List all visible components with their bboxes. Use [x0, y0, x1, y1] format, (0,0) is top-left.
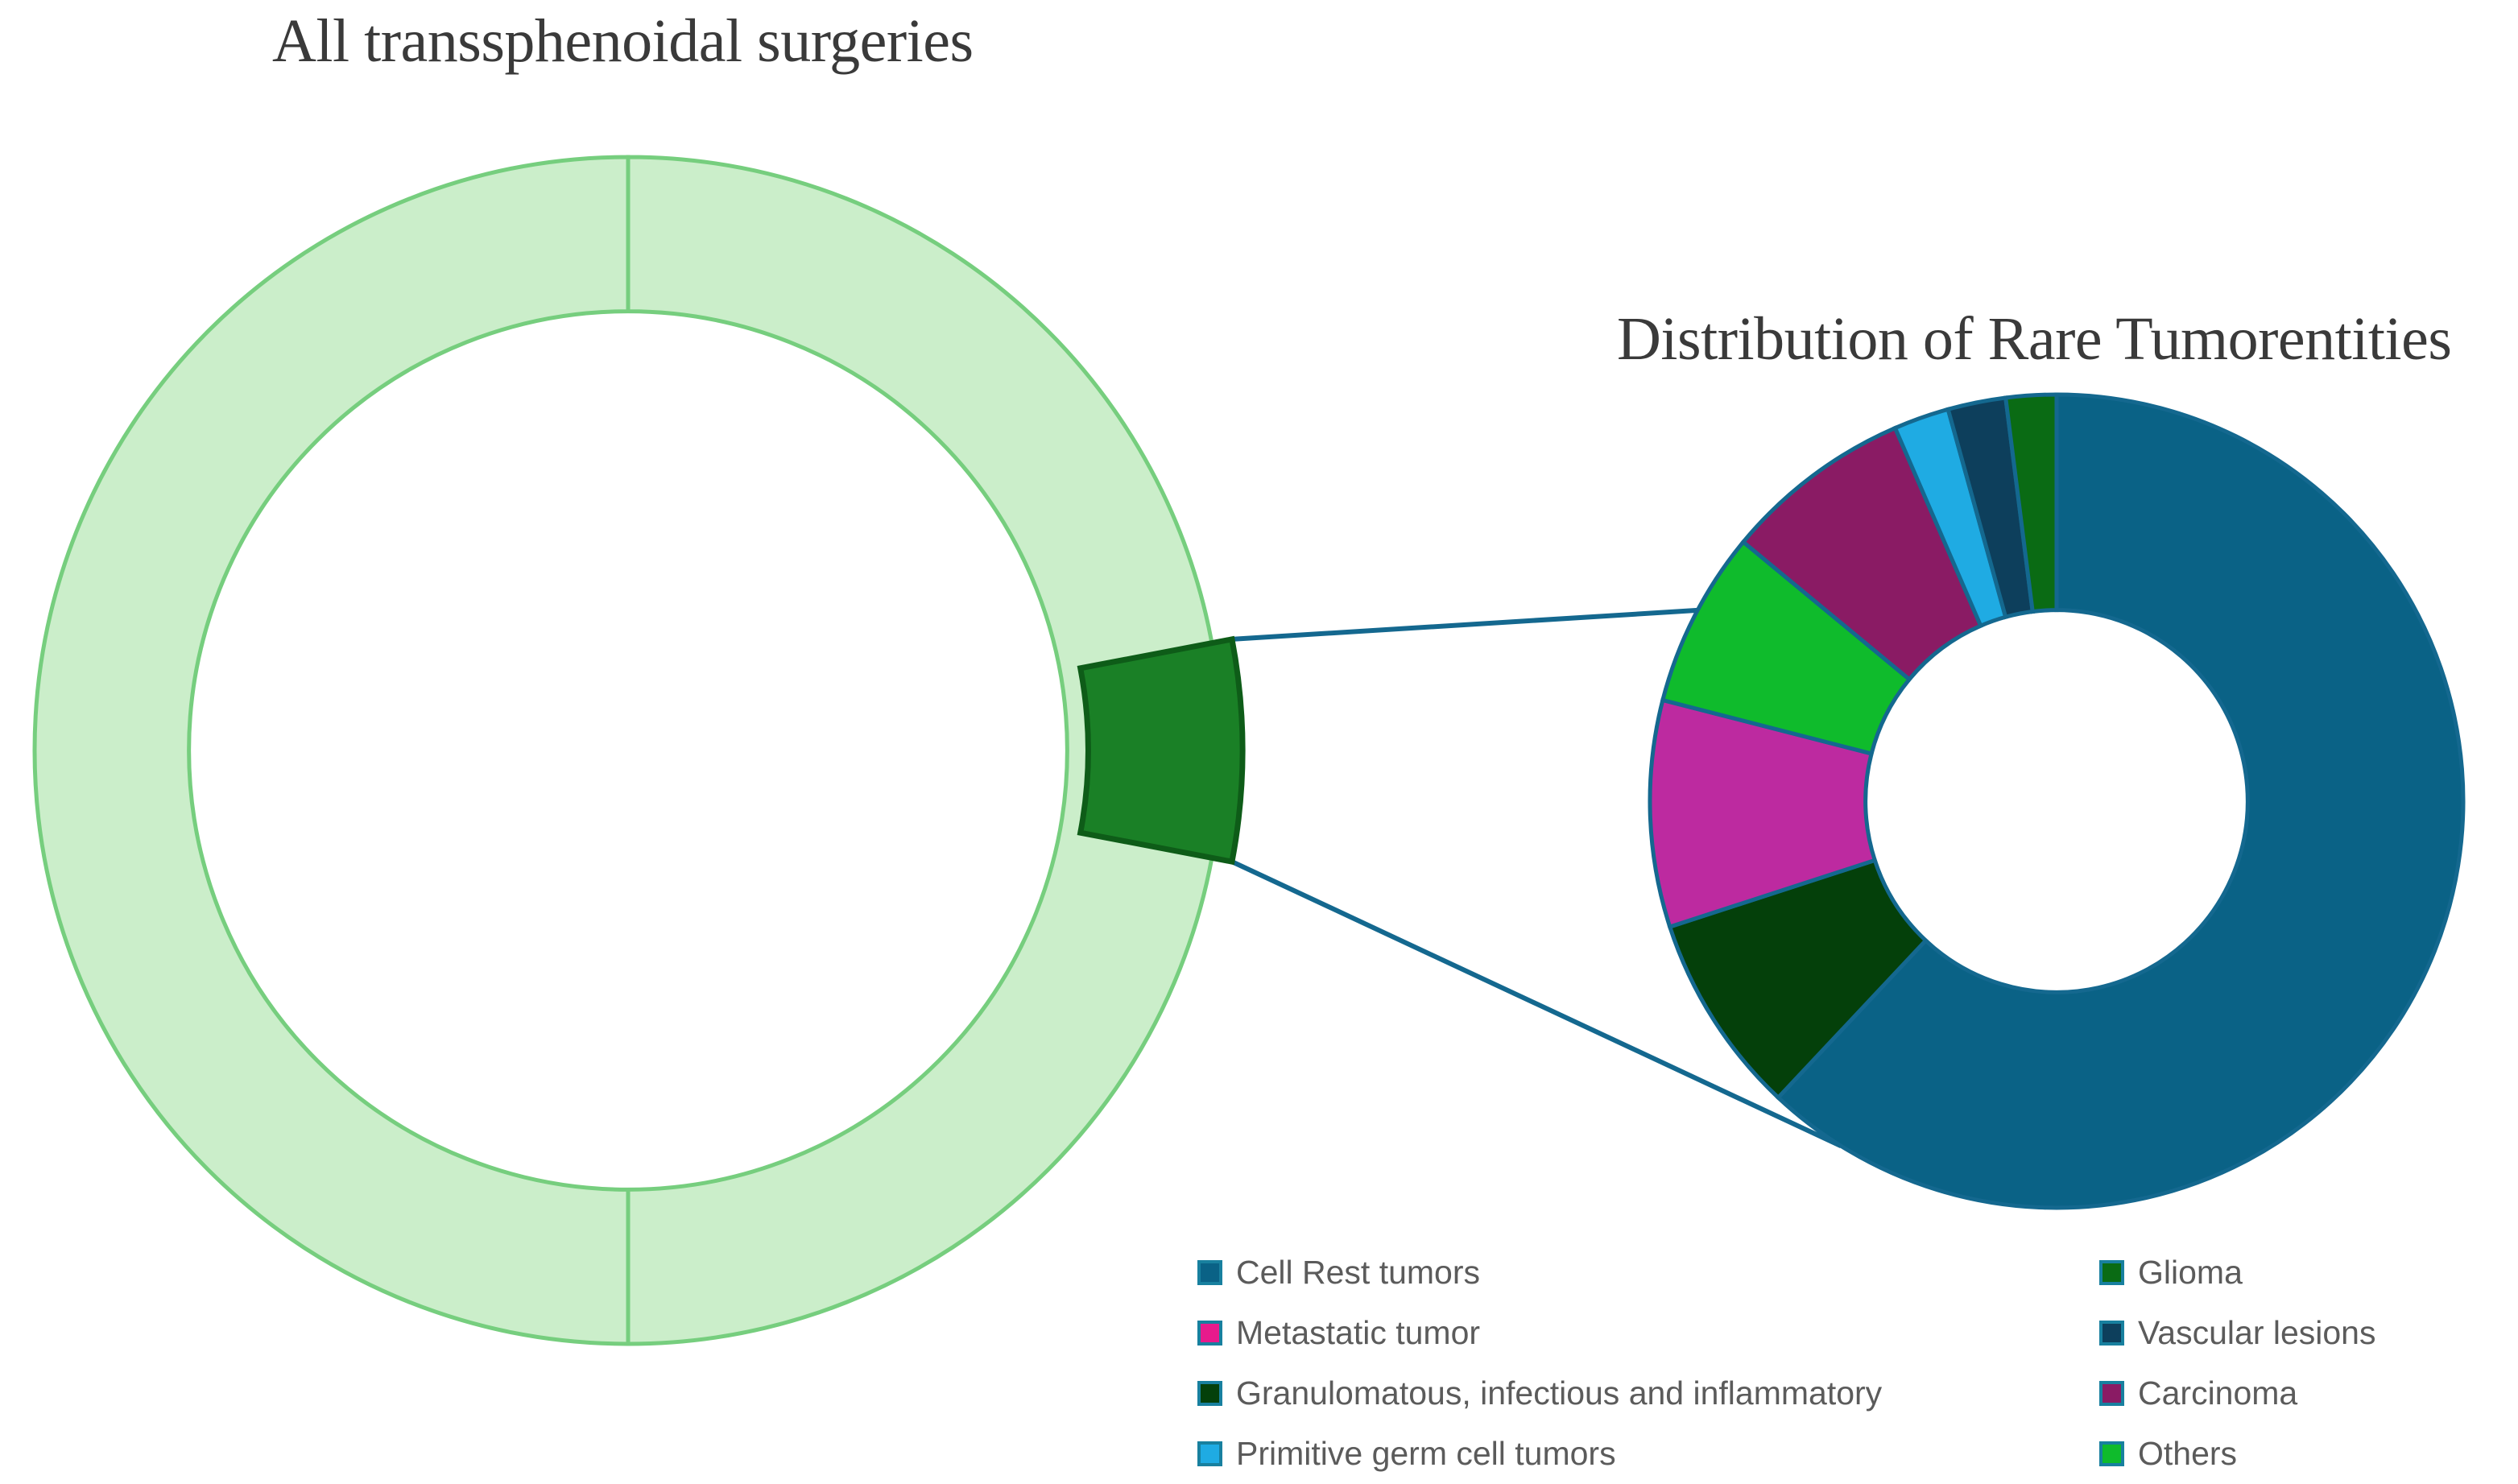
right-slice-cell-rest-tumors[interactable]: [1775, 392, 2466, 1210]
legend-swatch-primitive-germ-cell-tumors: [1197, 1441, 1222, 1466]
legend-swatch-carcinoma: [2099, 1381, 2124, 1406]
right-slice-metastatic-tumor[interactable]: [1648, 697, 1878, 930]
legend-swatch-cell-rest-tumors: [1197, 1260, 1222, 1285]
legend-swatch-others: [2099, 1441, 2124, 1466]
connector-line-top: [1231, 607, 1698, 642]
connector-line-bottom: [1230, 859, 1842, 1148]
legend-swatch-glioma: [2099, 1260, 2124, 1285]
left-slice-other-surgeries[interactable]: [32, 155, 1224, 1346]
page-title-right: Distribution of Rare Tumorentities: [1617, 305, 2452, 373]
legend-label-primitive-germ-cell-tumors: Primitive germ cell tumors: [1236, 1435, 1616, 1472]
legend-swatch-metastatic-tumor: [1197, 1321, 1222, 1346]
legend-item-others[interactable]: Others: [2099, 1424, 2502, 1484]
legend-label-metastatic-tumor: Metastatic tumor: [1236, 1314, 1481, 1351]
donut-all-transsphenoidal-surgeries: [32, 155, 1246, 1346]
legend-label-glioma: Glioma: [2138, 1254, 2243, 1291]
legend-item-granulomatous[interactable]: Granulomatous, infectious and inflammato…: [1197, 1363, 2099, 1424]
legend-label-cell-rest-tumors: Cell Rest tumors: [1236, 1254, 1481, 1291]
legend-swatch-vascular-lesions: [2099, 1321, 2124, 1346]
legend-item-carcinoma[interactable]: Carcinoma: [2099, 1363, 2502, 1424]
legend-label-vascular-lesions: Vascular lesions: [2138, 1314, 2376, 1351]
legend-item-cell-rest-tumors[interactable]: Cell Rest tumors: [1197, 1242, 2099, 1303]
legend-swatch-granulomatous: [1197, 1381, 1222, 1406]
connector-lines: [1230, 607, 1842, 1148]
chart-legend: Cell Rest tumors Glioma Metastatic tumor…: [1197, 1242, 2502, 1484]
legend-item-glioma[interactable]: Glioma: [2099, 1242, 2502, 1303]
page-title-left: All transsphenoidal surgeries: [272, 7, 974, 75]
right-slice-glioma[interactable]: [2003, 392, 2059, 614]
legend-item-primitive-germ-cell-tumors[interactable]: Primitive germ cell tumors: [1197, 1424, 2099, 1484]
donut-rare-tumorentities: [1648, 392, 2466, 1210]
legend-label-others: Others: [2138, 1435, 2238, 1472]
legend-label-granulomatous: Granulomatous, infectious and inflammato…: [1236, 1374, 1883, 1412]
legend-item-vascular-lesions[interactable]: Vascular lesions: [2099, 1303, 2502, 1363]
legend-item-metastatic-tumor[interactable]: Metastatic tumor: [1197, 1303, 2099, 1363]
left-slice-rare-tumorentities[interactable]: [1077, 635, 1246, 866]
legend-label-carcinoma: Carcinoma: [2138, 1374, 2298, 1412]
